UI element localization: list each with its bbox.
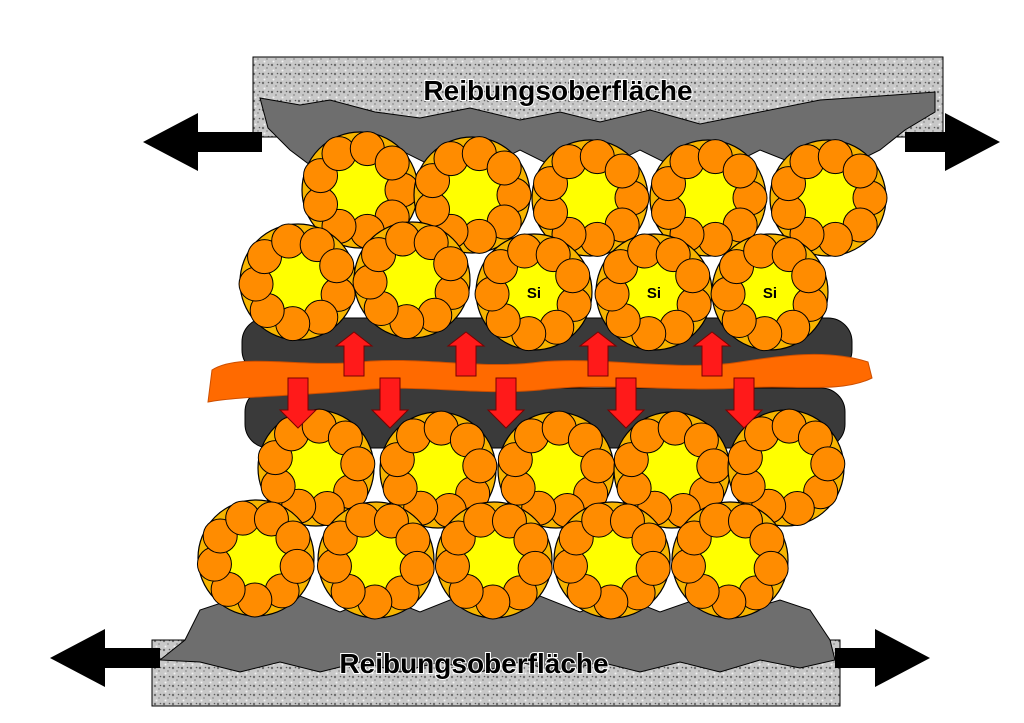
si-label: Si <box>763 285 777 302</box>
particle-cluster <box>196 499 315 618</box>
particle-cluster <box>497 410 616 529</box>
arrow-down-icon <box>278 377 318 429</box>
red-arrows-down <box>278 377 764 429</box>
si-label: Si <box>527 285 541 302</box>
cluster-bead <box>791 258 827 294</box>
arrow-right-bottom-icon <box>835 629 930 687</box>
arrow-down-icon <box>606 377 646 429</box>
arrow-up-icon <box>446 331 486 377</box>
cluster-bead <box>279 548 315 584</box>
red-arrows-up <box>334 331 732 377</box>
cluster-bead <box>319 248 355 284</box>
cluster-bead <box>462 448 498 484</box>
cluster-bead <box>696 448 732 484</box>
particle-cluster <box>379 410 498 529</box>
particle-cluster <box>649 139 768 257</box>
cluster-bead <box>486 150 522 186</box>
cluster-bead <box>675 258 711 294</box>
particle-cluster <box>434 501 553 620</box>
cluster-bead <box>842 153 878 189</box>
bottom-friction-surface: Reibungsoberfläche <box>151 595 841 707</box>
bottom-surface-label: Reibungsoberfläche <box>339 648 608 679</box>
cluster-bead <box>604 153 640 189</box>
arrow-right-top-icon <box>905 113 1000 171</box>
si-label: Si <box>647 285 661 302</box>
particle-cluster <box>670 501 789 620</box>
particle-cluster <box>316 501 435 620</box>
top-friction-surface: Reibungsoberfläche <box>252 56 944 166</box>
arrow-left-bottom-icon <box>50 629 160 687</box>
particle-cluster <box>552 501 671 620</box>
particle-cluster <box>613 410 732 529</box>
particle-clusters: Si Si Si <box>196 131 888 620</box>
particle-cluster <box>531 139 650 257</box>
arrow-up-icon <box>692 331 732 377</box>
cluster-bead <box>753 550 789 586</box>
cluster-bead <box>399 550 435 586</box>
cluster-bead <box>635 550 671 586</box>
top-surface-label: Reibungsoberfläche <box>423 75 692 106</box>
shear-arrows <box>50 113 1000 687</box>
particle-cluster <box>238 223 357 342</box>
cluster-bead <box>722 153 758 189</box>
particle-cluster <box>413 136 532 254</box>
arrow-left-top-icon <box>143 113 262 171</box>
arrow-up-icon <box>578 331 618 377</box>
arrow-down-icon <box>370 377 410 429</box>
particle-cluster: Si <box>474 233 593 352</box>
arrow-up-icon <box>334 331 374 377</box>
cluster-bead <box>517 550 553 586</box>
arrow-down-icon <box>486 377 526 429</box>
cluster-bead <box>374 145 410 181</box>
particle-cluster <box>301 131 420 249</box>
cluster-bead <box>555 258 591 294</box>
particle-cluster: Si <box>710 233 829 352</box>
particle-cluster <box>727 408 846 527</box>
cluster-bead <box>340 446 376 482</box>
particle-cluster: Si <box>594 233 713 352</box>
particle-cluster <box>352 221 471 340</box>
cluster-bead <box>580 448 616 484</box>
arrow-down-icon <box>724 377 764 429</box>
cluster-bead <box>810 446 846 482</box>
cluster-bead <box>433 246 469 282</box>
